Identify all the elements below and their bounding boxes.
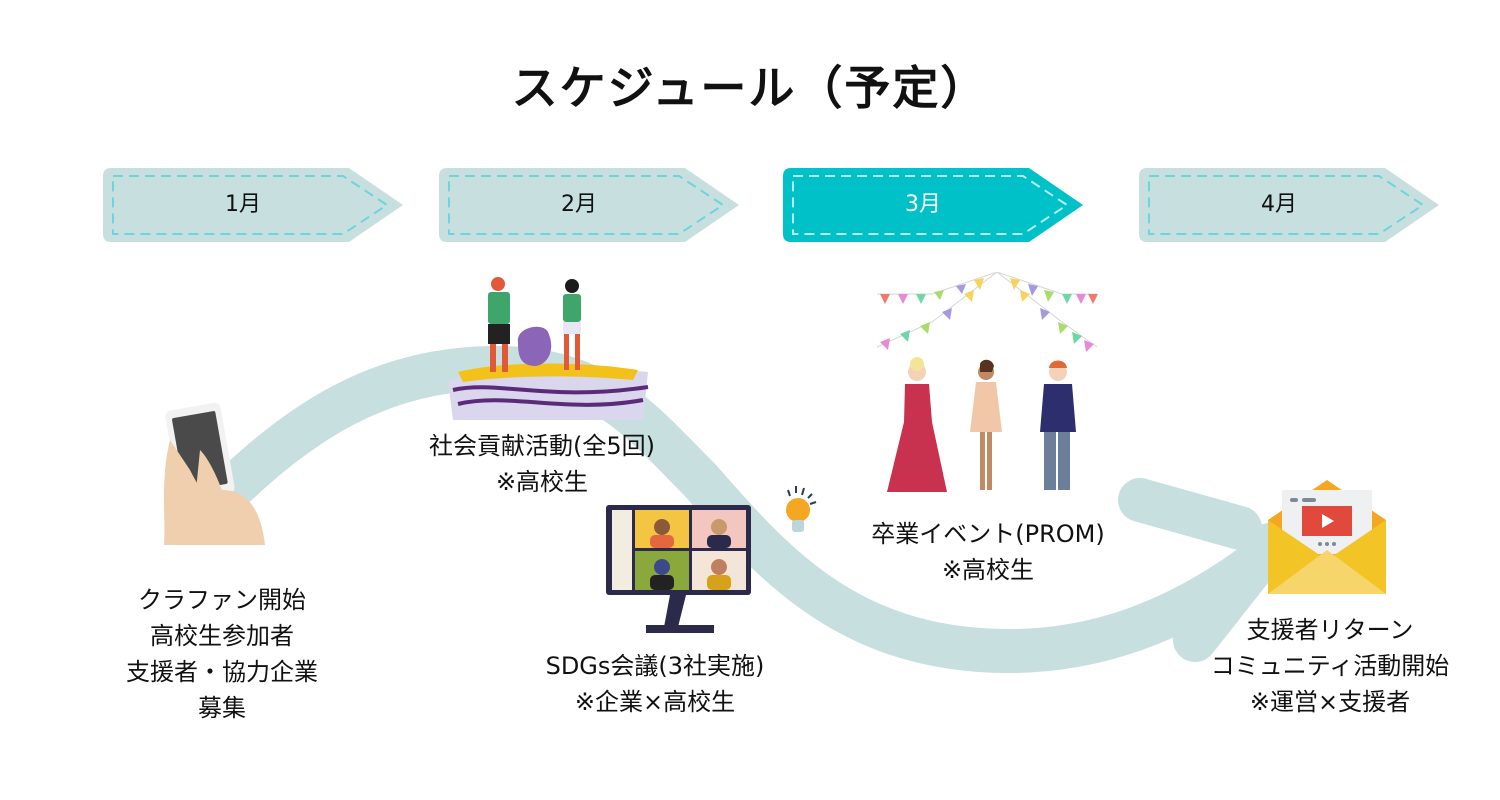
- caption-line: SDGs会議(3社実施): [545, 652, 765, 680]
- party-people-icon: [876, 272, 1098, 492]
- month-tab-2: 2月: [439, 168, 743, 242]
- video-mail-icon: [1268, 480, 1386, 594]
- caption-line: 支援者・協力企業: [126, 658, 318, 686]
- caption-line: ※高校生: [495, 468, 589, 496]
- month-label: 3月: [905, 192, 941, 217]
- month-tab-1: 1月: [103, 168, 407, 242]
- event-caption-supporter-return: 支援者リターン コミュニティ活動開始 ※運営×支援者: [1180, 612, 1480, 720]
- event-caption-crowdfunding: クラファン開始 高校生参加者 支援者・協力企業 募集: [102, 582, 342, 726]
- caption-line: ※企業×高校生: [574, 688, 736, 716]
- arrow-shape: [1139, 168, 1439, 242]
- smartphone-hand-icon: [164, 402, 265, 545]
- beach-cleanup-icon: [448, 277, 649, 420]
- month-label: 1月: [225, 192, 261, 217]
- month-label: 2月: [561, 192, 597, 217]
- video-conference-icon: [606, 505, 751, 633]
- month-label: 4月: [1261, 192, 1297, 217]
- arrow-shape: [439, 168, 739, 242]
- caption-line: 募集: [198, 694, 246, 722]
- event-caption-social-contribution: 社会貢献活動(全5回) ※高校生: [402, 428, 682, 500]
- page-title: スケジュール（予定）: [511, 61, 989, 115]
- arrow-shape: [103, 168, 403, 242]
- month-tab-3: 3月: [783, 168, 1087, 242]
- caption-line: ※運営×支援者: [1249, 688, 1411, 716]
- caption-line: 社会貢献活動(全5回): [429, 432, 655, 460]
- caption-line: ※高校生: [941, 556, 1035, 584]
- bunting-flags: [880, 278, 1098, 352]
- event-caption-prom: 卒業イベント(PROM) ※高校生: [846, 516, 1130, 588]
- caption-line: クラファン開始: [138, 586, 306, 614]
- arrow-shape: [783, 168, 1083, 242]
- caption-line: コミュニティ活動開始: [1210, 652, 1450, 680]
- month-tab-4: 4月: [1139, 168, 1443, 242]
- caption-line: 高校生参加者: [150, 622, 294, 650]
- caption-line: 卒業イベント(PROM): [871, 520, 1105, 548]
- caption-line: 支援者リターン: [1246, 616, 1414, 644]
- lightbulb-icon: [786, 486, 817, 532]
- event-caption-sdgs-meeting: SDGs会議(3社実施) ※企業×高校生: [520, 648, 790, 720]
